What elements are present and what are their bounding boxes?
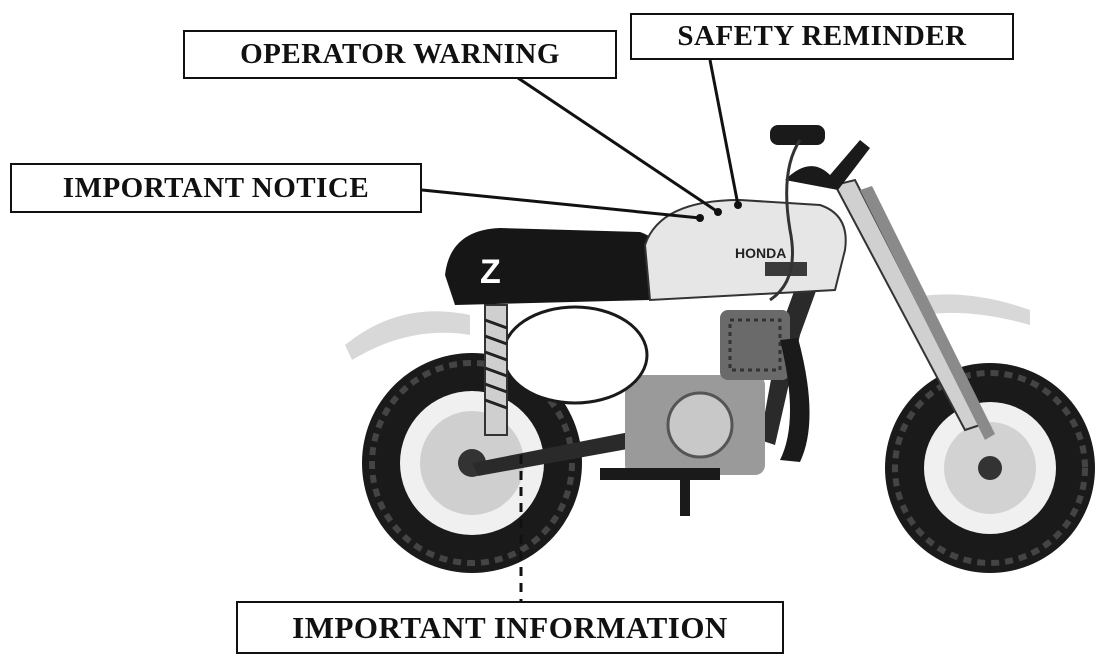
leader-dot-operator (714, 208, 722, 216)
front-fender (900, 294, 1030, 325)
tank-brand: HONDA (735, 245, 786, 261)
handlebar-grip (770, 125, 825, 145)
label-important-information-text: IMPORTANT INFORMATION (292, 609, 728, 645)
seat (445, 228, 663, 305)
front-fork-inner (860, 186, 995, 440)
leader-dot-safety (734, 201, 742, 209)
foot-peg (600, 468, 720, 480)
brake-cable (769, 139, 802, 302)
label-operator-warning-text: OPERATOR WARNING (240, 38, 560, 70)
leader-line-notice (421, 188, 701, 220)
tank-badge (765, 262, 807, 276)
label-important-information: IMPORTANT INFORMATION (236, 601, 784, 654)
seat-letter: Z (480, 253, 501, 291)
label-important-notice-text: IMPORTANT NOTICE (62, 171, 370, 204)
engine (625, 310, 790, 475)
label-operator-warning: OPERATOR WARNING (183, 30, 617, 79)
leader-line-safety (708, 59, 740, 206)
kickstand (680, 478, 690, 516)
leader-dot-notice (696, 214, 704, 222)
label-important-notice: IMPORTANT NOTICE (10, 163, 422, 213)
leader-line-operator (517, 76, 719, 214)
front-wheel (885, 363, 1095, 573)
label-safety-reminder-text: SAFETY REMINDER (677, 20, 967, 52)
label-safety-reminder: SAFETY REMINDER (630, 13, 1014, 60)
handlebar (785, 140, 870, 190)
rear-shock (484, 304, 508, 436)
swing-arm (472, 430, 650, 476)
side-cover (501, 305, 649, 405)
exhaust (780, 338, 810, 462)
rear-fender (345, 311, 470, 360)
